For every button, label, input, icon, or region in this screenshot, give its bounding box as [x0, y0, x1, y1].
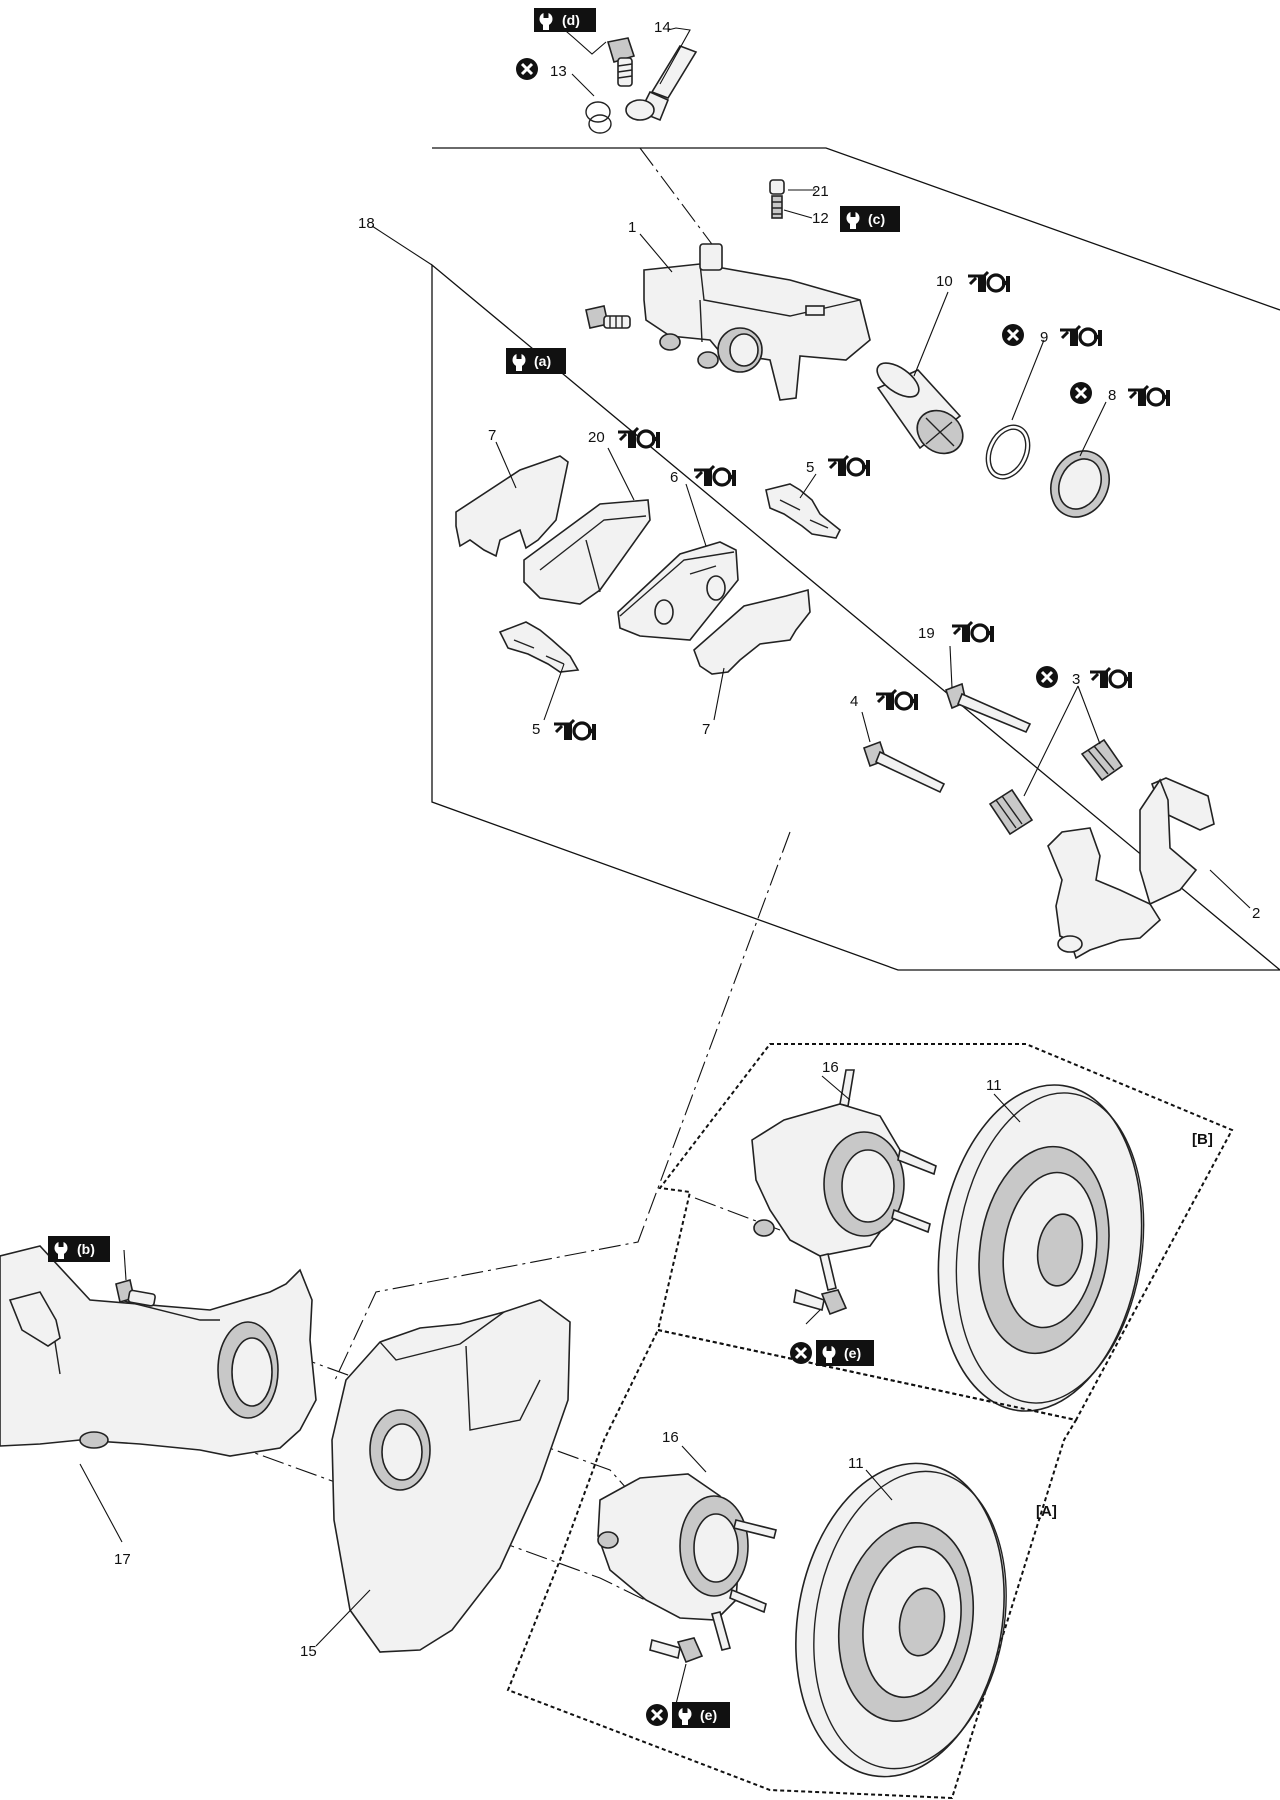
view-a-frame	[506, 1328, 1078, 1800]
wrench-torque-icon	[50, 1238, 72, 1260]
callout-20: 20	[588, 429, 605, 446]
pad-shim-inner-part	[693, 588, 811, 675]
do-not-reuse-x-icon	[644, 1702, 670, 1728]
grease-apply-icon	[552, 718, 598, 742]
callout-16-b: 16	[822, 1059, 839, 1076]
grease-apply-icon	[950, 620, 996, 644]
callout-11-b: 11	[986, 1077, 1002, 1094]
brake-disc-b-part	[937, 1084, 1145, 1412]
wrench-torque-icon	[818, 1342, 840, 1364]
view-label-a: [A]	[1036, 1503, 1057, 1520]
lower-slide-pin-part	[862, 740, 946, 794]
svg-text:(c): (c)	[868, 211, 885, 227]
rear-axle-beam-part	[0, 1245, 317, 1457]
union-bolt-part	[606, 37, 636, 87]
wrench-torque-icon	[508, 350, 530, 372]
pad-shim-outer-part	[455, 455, 569, 558]
caliper-bolt-part	[585, 305, 631, 329]
torque-badge-d: (d)	[534, 8, 596, 32]
callout-5-lower: 5	[532, 721, 540, 738]
callout-12: 12	[812, 210, 829, 227]
svg-text:(d): (d)	[562, 12, 580, 28]
svg-text:(a): (a)	[534, 353, 551, 369]
wrench-torque-icon	[842, 208, 864, 230]
wrench-torque-icon	[535, 9, 557, 31]
svg-text:(b): (b)	[77, 1241, 95, 1257]
grease-apply-icon	[616, 426, 662, 450]
callout-11-a: 11	[848, 1455, 864, 1472]
brake-disc-a-part	[795, 1462, 1007, 1778]
grease-apply-icon	[826, 454, 872, 478]
sealing-washer-part	[585, 101, 612, 134]
do-not-reuse-x-icon	[1068, 380, 1094, 406]
callout-2: 2	[1252, 905, 1260, 922]
callout-3: 3	[1072, 671, 1080, 688]
callout-19: 19	[918, 625, 935, 642]
upper-slide-pin-part	[944, 682, 1032, 734]
grease-apply-icon	[692, 464, 738, 488]
callout-17: 17	[114, 1551, 131, 1568]
pad-clip-upper-part	[765, 483, 842, 539]
callout-1: 1	[628, 219, 636, 236]
brake-pad-inner-part	[617, 541, 739, 641]
torque-badge-a: (a)	[506, 348, 566, 374]
caliper-body-part	[643, 243, 871, 401]
callout-16-a: 16	[662, 1429, 679, 1446]
callout-15: 15	[300, 1643, 317, 1660]
pad-clip-lower-part	[498, 621, 580, 673]
grease-apply-icon	[1126, 384, 1172, 408]
hub-bearing-b-part	[751, 1069, 937, 1291]
do-not-reuse-x-icon	[788, 1340, 814, 1366]
callout-5-upper: 5	[806, 459, 814, 476]
backing-plate-part	[331, 1299, 571, 1653]
do-not-reuse-x-icon	[1000, 322, 1026, 348]
svg-text:(e): (e)	[844, 1345, 861, 1361]
piston-part	[876, 362, 964, 455]
callout-labels: 14 13 21 12 18 1 10 9 8 7 20 6 5 19 3 4 …	[114, 19, 1260, 1660]
slide-pin-boot-lower-part	[988, 788, 1034, 836]
leader-lines	[79, 25, 1251, 1705]
callout-8: 8	[1108, 387, 1116, 404]
callout-13: 13	[550, 63, 567, 80]
bleeder-screw-part	[769, 179, 785, 219]
torque-badge-c: (c)	[840, 206, 900, 232]
slide-pin-boot-upper-part	[1080, 738, 1124, 782]
brake-pad-outer-part	[523, 499, 651, 605]
hub-bearing-a-part	[597, 1473, 777, 1651]
torque-badge-e-lower: (e)	[644, 1702, 730, 1728]
mounting-bolt-b-part	[115, 1278, 156, 1307]
wrench-torque-icon	[674, 1704, 696, 1726]
callout-6: 6	[670, 469, 678, 486]
torque-badge-b: (b)	[48, 1236, 110, 1262]
grease-apply-icon	[874, 688, 920, 712]
callout-4: 4	[850, 693, 858, 710]
grease-apply-icon	[1058, 324, 1104, 348]
dust-boot-part	[1050, 450, 1110, 518]
callout-7-upper: 7	[488, 427, 496, 444]
do-not-reuse-x-icon	[514, 56, 540, 82]
brake-hose-part	[625, 45, 698, 122]
caliper-assembly-frame	[431, 147, 1280, 971]
piston-seal-part	[985, 424, 1031, 480]
caliper-bracket-part	[1047, 777, 1215, 960]
view-label-b: [B]	[1192, 1131, 1213, 1148]
callout-9: 9	[1040, 329, 1048, 346]
grease-apply-icon	[1088, 666, 1134, 690]
callout-21: 21	[812, 183, 829, 200]
grease-apply-icon	[966, 270, 1012, 294]
do-not-reuse-x-icon	[1034, 664, 1060, 690]
callout-10: 10	[936, 273, 953, 290]
callout-14: 14	[654, 19, 671, 36]
hub-bolt-a-part	[649, 1637, 704, 1664]
callout-18: 18	[358, 215, 375, 232]
hub-bolt-b-part	[793, 1288, 848, 1316]
torque-badge-e-upper: (e)	[788, 1340, 874, 1366]
svg-text:(e): (e)	[700, 1707, 717, 1723]
callout-7-lower: 7	[702, 721, 710, 738]
